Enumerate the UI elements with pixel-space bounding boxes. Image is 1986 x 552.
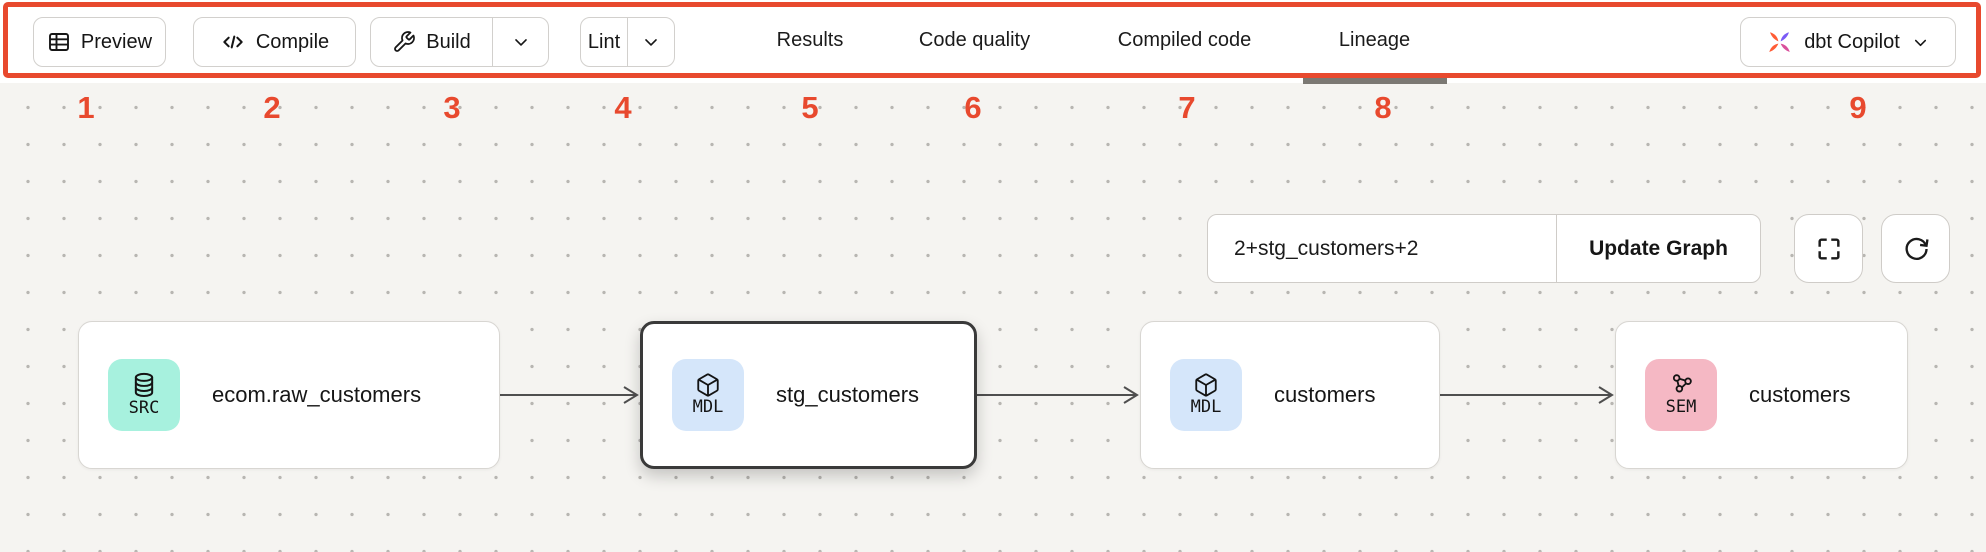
tab-compiled-code[interactable]: Compiled code	[1117, 28, 1252, 51]
lint-label: Lint	[587, 30, 621, 53]
compile-label: Compile	[255, 30, 330, 53]
build-button[interactable]: Build	[371, 18, 492, 66]
cube-icon	[697, 373, 719, 397]
compile-button[interactable]: Compile	[193, 17, 356, 67]
graph-selector-box: Update Graph	[1207, 214, 1761, 283]
semantic-badge: SEM	[1645, 359, 1717, 431]
dbt-copilot-icon	[1769, 31, 1790, 52]
fullscreen-icon	[1817, 237, 1840, 260]
lint-split-button: Lint	[580, 17, 675, 67]
badge-label: SRC	[128, 398, 160, 419]
cube-icon	[1195, 373, 1217, 397]
badge-label: SEM	[1665, 397, 1697, 418]
lineage-node-stg-customers[interactable]: MDL stg_customers	[640, 321, 977, 469]
badge-label: MDL	[1190, 397, 1222, 418]
chevron-down-icon	[645, 39, 657, 46]
preview-label: Preview	[80, 30, 153, 53]
build-dropdown-button[interactable]	[492, 18, 548, 66]
refresh-graph-button[interactable]	[1881, 214, 1950, 283]
graph-selector-input[interactable]	[1208, 236, 1556, 261]
table-icon	[48, 33, 69, 51]
model-badge: MDL	[672, 359, 744, 431]
node-label: ecom.raw_customers	[212, 382, 422, 407]
selector-input-wrap	[1208, 215, 1557, 282]
lineage-edge	[1440, 386, 1614, 404]
database-icon	[134, 373, 154, 398]
node-label: customers	[1749, 382, 1851, 407]
lineage-edge	[500, 386, 639, 404]
badge-label: MDL	[692, 397, 724, 418]
fullscreen-button[interactable]	[1794, 214, 1863, 283]
lint-button[interactable]: Lint	[581, 18, 627, 66]
lineage-edge	[977, 386, 1139, 404]
source-badge: SRC	[108, 359, 180, 431]
tab-lineage[interactable]: Lineage	[1338, 28, 1411, 51]
refresh-icon	[1905, 237, 1929, 260]
copilot-label: dbt Copilot	[1804, 30, 1900, 53]
model-badge: MDL	[1170, 359, 1242, 431]
tab-results[interactable]: Results	[776, 28, 844, 51]
tab-code-quality[interactable]: Code quality	[918, 28, 1031, 51]
semantic-icon	[1672, 374, 1692, 393]
chevron-down-icon	[1914, 39, 1926, 46]
lint-dropdown-button[interactable]	[627, 18, 674, 66]
preview-button[interactable]: Preview	[33, 17, 166, 67]
update-graph-button[interactable]: Update Graph	[1589, 236, 1728, 260]
active-tab-indicator	[1303, 76, 1447, 84]
wrench-icon	[394, 31, 416, 52]
build-split-button: Build	[370, 17, 549, 67]
build-label: Build	[426, 30, 471, 53]
dbt-copilot-button[interactable]: dbt Copilot	[1740, 17, 1956, 67]
lineage-canvas[interactable]: SRC ecom.raw_customers MDL stg_customers…	[0, 83, 1986, 552]
ide-toolbar: Preview Compile Build Lint	[0, 0, 1986, 84]
lineage-node-customers-model[interactable]: MDL customers	[1140, 321, 1440, 469]
code-icon	[223, 35, 243, 49]
chevron-down-icon	[514, 39, 527, 46]
lineage-node-source[interactable]: SRC ecom.raw_customers	[78, 321, 500, 469]
node-label: stg_customers	[776, 382, 920, 407]
lineage-node-customers-semantic[interactable]: SEM customers	[1615, 321, 1908, 469]
node-label: customers	[1274, 382, 1376, 407]
